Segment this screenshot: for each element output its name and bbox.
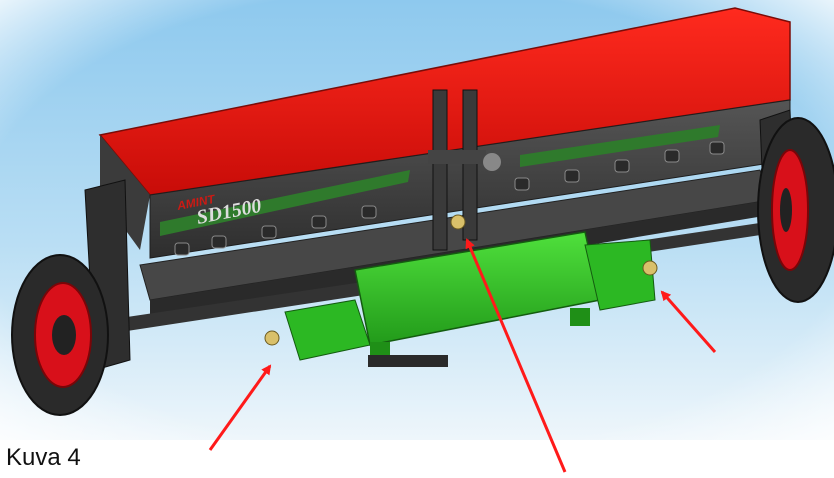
arrow-right-hitch — [660, 290, 717, 353]
figure-caption: Kuva 4 — [6, 444, 81, 471]
hitch-frame — [284, 231, 656, 367]
arrow-left-hitch — [208, 364, 272, 451]
top-link-tower — [428, 89, 501, 251]
arrow-top-link — [465, 238, 567, 473]
right-wheel — [757, 117, 834, 303]
seed-meters — [174, 141, 725, 256]
left-hitch-pin — [264, 330, 280, 346]
top-link-pin — [450, 214, 466, 230]
decal-stripe-right — [520, 125, 720, 167]
left-wheel — [11, 254, 109, 416]
decal-stripe-left — [160, 170, 410, 236]
right-hitch-pin — [642, 260, 658, 276]
